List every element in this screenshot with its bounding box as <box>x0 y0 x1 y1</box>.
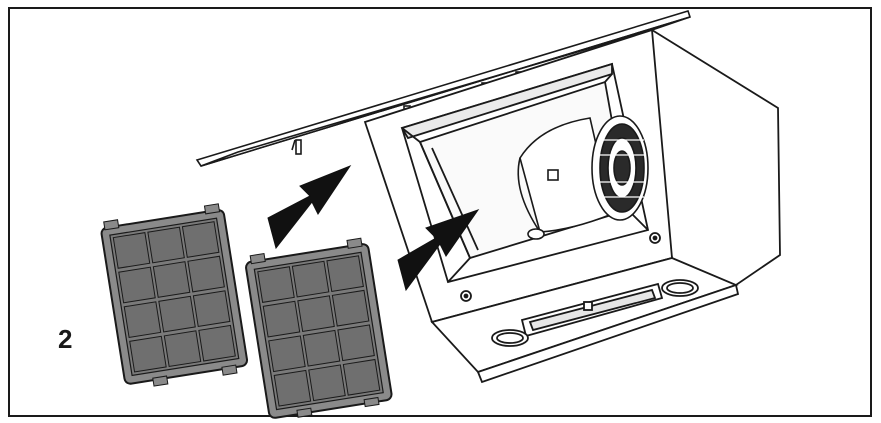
insert-arrow <box>267 164 352 250</box>
blower-fan <box>517 115 649 240</box>
carbon-filter <box>245 237 393 419</box>
insert-arrow <box>397 209 480 292</box>
carbon-filter <box>100 203 249 387</box>
step-number: 2 <box>58 324 73 354</box>
